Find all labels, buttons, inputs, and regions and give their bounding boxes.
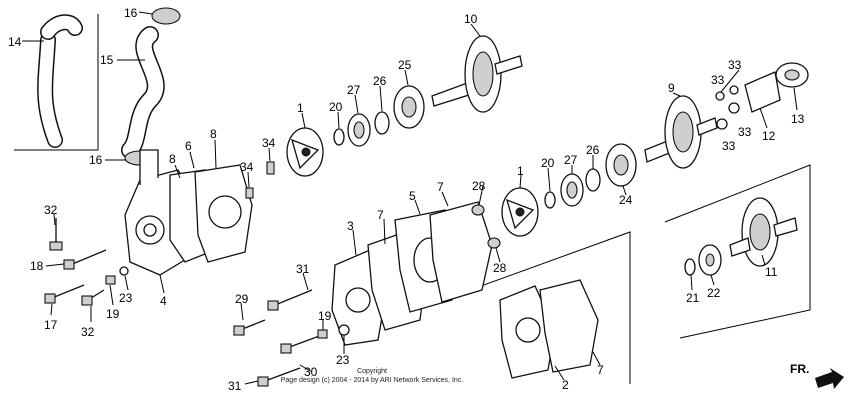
leader-lines bbox=[22, 11, 798, 385]
part-label-33-top: 33 bbox=[728, 58, 742, 72]
part-label-20-upper: 20 bbox=[329, 100, 343, 114]
gasket-7c bbox=[539, 279, 599, 373]
pump-outlet-pipe bbox=[139, 149, 159, 185]
bolt-31b bbox=[264, 367, 301, 382]
dowel-28b bbox=[487, 237, 501, 249]
part-label-33-bottom: 33 bbox=[722, 139, 736, 153]
part-label-9: 9 bbox=[668, 81, 675, 95]
part-label-27-upper: 27 bbox=[347, 83, 361, 97]
part-label-24: 24 bbox=[619, 193, 633, 207]
part-label-7-bottom: 7 bbox=[597, 363, 604, 377]
part-label-34-upper: 34 bbox=[262, 136, 276, 150]
collar-26b bbox=[585, 168, 601, 192]
part-label-18: 18 bbox=[30, 259, 44, 273]
hose-group-frame bbox=[14, 14, 99, 151]
oring-33c bbox=[728, 102, 740, 114]
part-label-32-lower: 32 bbox=[81, 325, 95, 339]
part-label-17: 17 bbox=[44, 318, 58, 332]
bolt-17 bbox=[51, 284, 85, 299]
part-label-25: 25 bbox=[398, 58, 412, 72]
part-label-19-right: 19 bbox=[318, 309, 332, 323]
hose-clamp-top bbox=[151, 7, 181, 25]
gear-group-frame bbox=[664, 164, 811, 339]
nut-19b bbox=[317, 329, 328, 339]
gear-shaft-11 bbox=[729, 197, 798, 267]
collar-26a bbox=[374, 111, 390, 135]
part-label-15: 15 bbox=[100, 53, 114, 67]
part-label-3: 3 bbox=[347, 219, 354, 233]
part-label-7-left: 7 bbox=[377, 208, 384, 222]
part-label-5: 5 bbox=[409, 189, 416, 203]
part-label-10: 10 bbox=[464, 12, 478, 26]
part-label-1-lower: 1 bbox=[517, 164, 524, 178]
bolt-30 bbox=[286, 334, 323, 349]
impeller-upper bbox=[286, 127, 324, 177]
part-label-31-upper: 31 bbox=[296, 262, 310, 276]
part-label-32-upper: 32 bbox=[44, 203, 58, 217]
part-label-23-left: 23 bbox=[119, 291, 133, 305]
part-label-29: 29 bbox=[235, 292, 249, 306]
cap-12 bbox=[744, 71, 781, 113]
part-label-22: 22 bbox=[707, 286, 721, 300]
gear-shaft-9 bbox=[644, 95, 718, 169]
gasket-7b bbox=[429, 201, 493, 303]
dowel-pin-34a bbox=[266, 161, 275, 175]
part-label-16-top: 16 bbox=[124, 6, 138, 20]
gear-shaft-10 bbox=[431, 35, 523, 113]
washer-23a bbox=[119, 266, 129, 276]
part-label-28-upper: 28 bbox=[472, 179, 486, 193]
washer-20a bbox=[333, 128, 345, 146]
front-direction-label: FR. bbox=[790, 362, 809, 376]
part-label-31-lower: 31 bbox=[228, 379, 242, 393]
part-label-34-lower: 34 bbox=[240, 160, 254, 174]
front-direction-arrow-icon bbox=[815, 368, 844, 389]
impeller-lower bbox=[501, 187, 539, 237]
nut-19a bbox=[105, 275, 116, 285]
part-label-6: 6 bbox=[185, 139, 192, 153]
bolt-31a bbox=[274, 289, 313, 306]
oring-33d bbox=[716, 118, 728, 130]
part-label-16-bottom: 16 bbox=[89, 153, 103, 167]
dowel-pin-34b bbox=[245, 187, 254, 199]
oring-33a bbox=[715, 91, 725, 101]
part-label-11: 11 bbox=[765, 265, 778, 279]
part-label-13: 13 bbox=[791, 112, 805, 126]
washer-23b bbox=[338, 324, 350, 336]
part-label-8-right: 8 bbox=[210, 127, 217, 141]
part-label-33-left: 33 bbox=[711, 73, 725, 87]
part-label-12: 12 bbox=[762, 129, 776, 143]
part-label-26-upper: 26 bbox=[373, 74, 387, 88]
part-label-33-right: 33 bbox=[738, 125, 752, 139]
part-label-7-top: 7 bbox=[437, 180, 444, 194]
washer-20b bbox=[544, 191, 556, 209]
part-label-21: 21 bbox=[686, 291, 700, 305]
washer-21 bbox=[684, 258, 696, 276]
part-label-14: 14 bbox=[8, 35, 22, 49]
part-label-4: 4 bbox=[160, 294, 167, 308]
part-label-1-upper: 1 bbox=[297, 101, 304, 115]
dowel-28a bbox=[471, 204, 485, 216]
part-label-2: 2 bbox=[562, 378, 569, 392]
part-label-26-lower: 26 bbox=[586, 143, 600, 157]
bolt-18 bbox=[69, 249, 107, 266]
part-label-28-lower: 28 bbox=[493, 261, 507, 275]
copyright-title: Copyright bbox=[357, 368, 387, 375]
copyright-notice: Page design (c) 2004 - 2014 by ARI Netwo… bbox=[281, 377, 464, 384]
part-label-27-lower: 27 bbox=[564, 153, 578, 167]
part-label-30: 30 bbox=[304, 365, 318, 379]
part-label-23-right: 23 bbox=[336, 353, 350, 367]
cover-group-frame bbox=[469, 231, 631, 384]
oring-33b bbox=[729, 85, 739, 95]
part-label-20-lower: 20 bbox=[541, 156, 555, 170]
part-label-8-left: 8 bbox=[169, 152, 176, 166]
part-label-19-left: 19 bbox=[106, 307, 120, 321]
